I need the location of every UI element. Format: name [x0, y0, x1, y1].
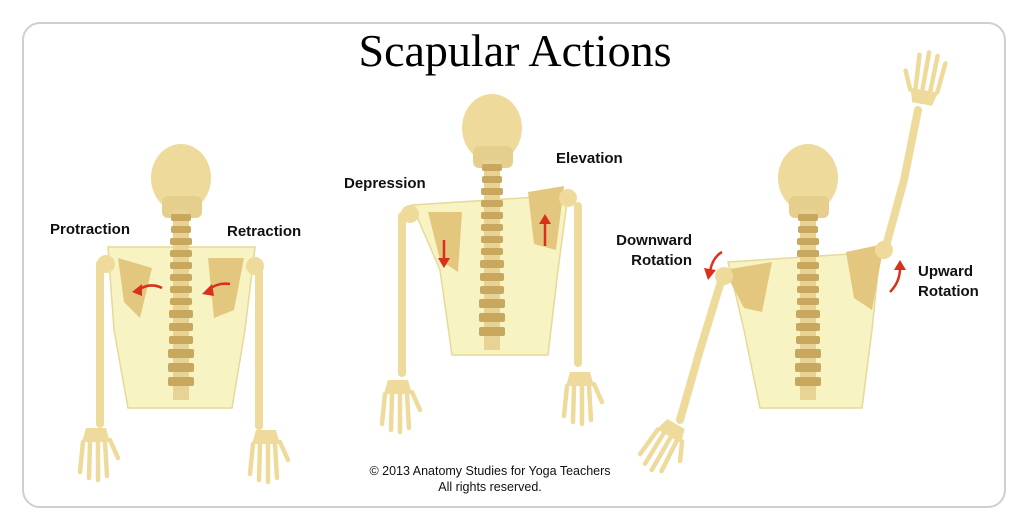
depression-label: Depression [344, 175, 426, 192]
upward-rotation-arrow [889, 267, 902, 293]
figure-protraction-retraction [80, 144, 288, 482]
elevation-label: Elevation [556, 150, 623, 167]
downward-rotation-label: Downward Rotation [616, 232, 692, 269]
diagram-title: Scapular Actions [358, 25, 672, 76]
copyright-notice: © 2013 Anatomy Studies for Yoga Teachers… [369, 464, 611, 494]
upward-rotation-label: Upward Rotation [918, 263, 979, 300]
figure-rotation [636, 49, 947, 480]
retraction-label: Retraction [227, 223, 302, 240]
protraction-label: Protraction [50, 221, 131, 238]
figure-depression-elevation [382, 94, 602, 432]
